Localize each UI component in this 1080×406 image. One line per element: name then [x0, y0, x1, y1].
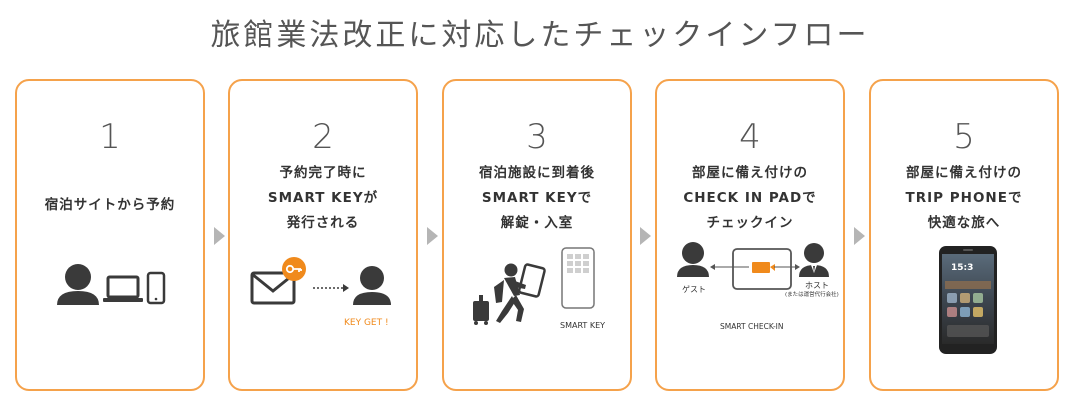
- key-badge-icon: [282, 257, 306, 281]
- flow-arrow-3: [640, 227, 651, 245]
- host-person-icon: [799, 243, 829, 277]
- step-card-5: 5 部屋に備え付けの TRIP PHONEで 快適な旅へ 15:3: [869, 79, 1059, 391]
- arrow-head-icon: [343, 284, 349, 292]
- trip-phone-icon: [939, 246, 997, 354]
- page-title: 旅館業法改正に対応したチェックインフロー: [210, 18, 870, 53]
- handheld-phone-icon: [517, 263, 546, 298]
- step-description: 予約完了時に SMART KEYが 発行される: [267, 165, 379, 231]
- step-card-3: 3 宿泊施設に到着後 SMART KEYで 解錠・入室 S: [442, 79, 632, 391]
- envelope-icon: [250, 271, 296, 305]
- guest-label: ゲスト: [682, 285, 706, 294]
- smartphone-icon: [146, 271, 166, 305]
- step-number: 5: [953, 117, 975, 157]
- step-number: 2: [312, 117, 334, 157]
- step-card-4: 4 部屋に備え付けの CHECK IN PADで チェックイン ゲスト ホスト …: [655, 79, 845, 391]
- phone-clock: 15:3: [951, 263, 974, 273]
- luggage-icon: [473, 295, 489, 325]
- step-number: 4: [739, 117, 761, 157]
- key-get-badge: KEY GET !: [344, 318, 389, 328]
- check-in-pad-icon: [710, 248, 800, 290]
- step-description: 宿泊サイトから予約: [44, 197, 176, 213]
- step-number: 1: [99, 117, 121, 157]
- guest-person-icon: [677, 242, 709, 277]
- check-in-illustration: [677, 242, 829, 290]
- step-card-2: 2 予約完了時に SMART KEYが 発行される KEY GET !: [228, 79, 418, 391]
- laptop-icon: [103, 275, 143, 302]
- step-description: 部屋に備え付けの TRIP PHONEで 快適な旅へ: [905, 165, 1023, 231]
- host-sublabel: (または運営代行会社): [785, 292, 839, 298]
- key-delivery-illustration: [250, 257, 391, 305]
- smart-key-lock-icon: [561, 247, 595, 309]
- arrival-illustration: [473, 247, 595, 325]
- trip-phone-illustration: [939, 246, 997, 354]
- flow-arrow-4: [854, 227, 865, 245]
- traveler-icon: [494, 263, 526, 323]
- smart-key-caption: SMART KEY: [560, 321, 606, 330]
- flow-arrow-1: [214, 227, 225, 245]
- step-card-1: 1 宿泊サイトから予約: [15, 79, 205, 391]
- smart-check-in-caption: SMART CHECK-IN: [720, 322, 784, 331]
- flow-arrow-2: [427, 227, 438, 245]
- host-label: ホスト: [805, 281, 829, 290]
- step-description: 宿泊施設に到着後 SMART KEYで 解錠・入室: [479, 165, 595, 231]
- person-icon: [57, 264, 99, 305]
- step-number: 3: [526, 117, 548, 157]
- devices-illustration: [57, 264, 166, 305]
- person-icon: [353, 266, 391, 305]
- step-description: 部屋に備え付けの CHECK IN PADで チェックイン: [683, 165, 817, 231]
